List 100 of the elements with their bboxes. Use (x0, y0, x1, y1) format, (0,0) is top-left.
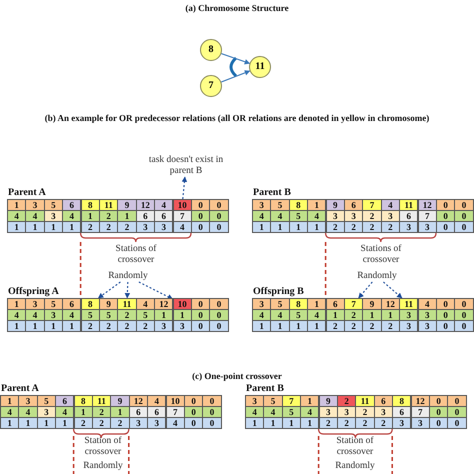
gene-cell: 4 (307, 309, 326, 321)
arrow (358, 282, 373, 298)
gene-cell: 1 (252, 320, 272, 332)
gene-cell: 6 (62, 199, 82, 211)
gene-cell: 0 (191, 221, 210, 233)
gene-cell: 0 (436, 320, 456, 332)
arrow (124, 282, 130, 299)
gene-cell: 4 (166, 417, 185, 429)
gene-cell: 4 (307, 210, 326, 222)
gene-cell: 2 (80, 320, 100, 332)
annotation-text: Randomly (103, 271, 153, 282)
gene-cell: 3 (154, 221, 174, 233)
gene-cell: 3 (410, 417, 430, 429)
gene-cell: 1 (25, 320, 45, 332)
gene-cell: 1 (307, 320, 326, 332)
gene-cell: 2 (136, 320, 155, 332)
gene-cell: 2 (362, 221, 382, 233)
gene-cell: 1 (7, 320, 26, 332)
gene-cell: 0 (202, 395, 222, 407)
gene-cell: 6 (147, 406, 166, 418)
gene-cell: 0 (191, 320, 210, 332)
gene-cell: 1 (307, 199, 326, 211)
gene-cell: 2 (380, 221, 400, 233)
gene-cell: 1 (0, 417, 20, 429)
gene-cell: 0 (209, 320, 229, 332)
gene-cell: 0 (447, 395, 467, 407)
bracket-caption: Station of crossover (335, 436, 375, 458)
gene-cell: 1 (307, 221, 326, 233)
section-heading: (a) Chromosome Structure (184, 3, 290, 13)
gene-cell: 2 (117, 221, 137, 233)
gene-cell: 0 (454, 320, 474, 332)
gene-cell: 6 (399, 210, 418, 222)
gene-cell: 1 (18, 417, 38, 429)
gene-cell: 1 (300, 417, 320, 429)
annotation-text: Randomly (82, 461, 124, 472)
gene-cell: 0 (454, 221, 474, 233)
gene-cell: 1 (245, 417, 264, 429)
gene-cell: 3 (399, 221, 418, 233)
gene-cell: 2 (80, 221, 100, 233)
gene-cell: 2 (337, 417, 356, 429)
gene-cell: 0 (454, 210, 474, 222)
annotation-text: Randomly (334, 461, 376, 472)
gene-cell: 0 (209, 298, 229, 310)
gene-cell: 0 (436, 221, 456, 233)
chromosome-label: Parent B (246, 383, 284, 394)
gene-cell: 3 (154, 320, 174, 332)
arrow (98, 282, 121, 298)
gene-cell: 4 (55, 406, 74, 418)
task-circle: 8 (200, 39, 222, 61)
gene-cell: 11 (399, 199, 418, 211)
gene-cell: 2 (99, 221, 118, 233)
task-circle: 7 (200, 75, 222, 97)
section-heading: (b) An example for OR predecessor relations (all OR relations are denoted in yellow in chromosome) (44, 113, 430, 123)
gene-cell: 0 (209, 221, 229, 233)
gene-cell: 0 (447, 417, 467, 429)
gene-cell: 2 (380, 320, 400, 332)
gene-cell: 2 (344, 320, 364, 332)
gene-cell: 1 (62, 221, 82, 233)
gene-cell: 1 (7, 221, 26, 233)
gene-cell: 1 (307, 298, 326, 310)
gene-cell: 4 (147, 395, 166, 407)
gene-cell: 1 (36, 417, 56, 429)
arrow (138, 282, 174, 300)
gene-cell: 4 (154, 199, 174, 211)
gene-cell: 1 (270, 320, 290, 332)
gene-cell: 2 (326, 221, 345, 233)
gene-cell: 2 (99, 320, 118, 332)
arrow (221, 53, 250, 64)
gene-cell: 2 (318, 417, 338, 429)
annotation-text: task doesn't exist in parent B (140, 155, 232, 177)
gene-cell: 0 (184, 417, 204, 429)
chromosome-label: Parent A (8, 187, 46, 198)
gene-cell: 2 (110, 417, 130, 429)
gene-cell: 0 (454, 199, 474, 211)
gene-cell: 4 (300, 406, 320, 418)
gene-cell: 1 (25, 221, 45, 233)
chromosome-label: Parent B (253, 187, 291, 198)
gene-cell: 2 (355, 417, 375, 429)
gene-cell: 8 (392, 395, 412, 407)
arrow (182, 176, 188, 200)
gene-cell: 1 (55, 417, 74, 429)
gene-cell: 0 (429, 417, 448, 429)
gene-cell: 1 (263, 417, 283, 429)
gene-cell: 0 (209, 309, 229, 321)
chromosome-label: Offspring A (8, 286, 59, 297)
gene-cell: 2 (117, 320, 137, 332)
gene-cell: 2 (362, 320, 382, 332)
gene-cell: 2 (92, 417, 112, 429)
gene-cell: 6 (154, 210, 174, 222)
gene-cell: 1 (288, 221, 308, 233)
gene-cell: 3 (128, 417, 148, 429)
chromosome-label: Parent A (1, 383, 39, 394)
gene-cell: 0 (209, 199, 229, 211)
section-heading: (c) One-point crossover (191, 371, 283, 381)
gene-cell: 1 (154, 309, 174, 321)
gene-cell: 3 (418, 320, 437, 332)
gene-cell: 1 (44, 221, 63, 233)
gene-cell: 1 (288, 320, 308, 332)
gene-cell: 3 (418, 221, 437, 233)
gene-cell: 0 (454, 309, 474, 321)
